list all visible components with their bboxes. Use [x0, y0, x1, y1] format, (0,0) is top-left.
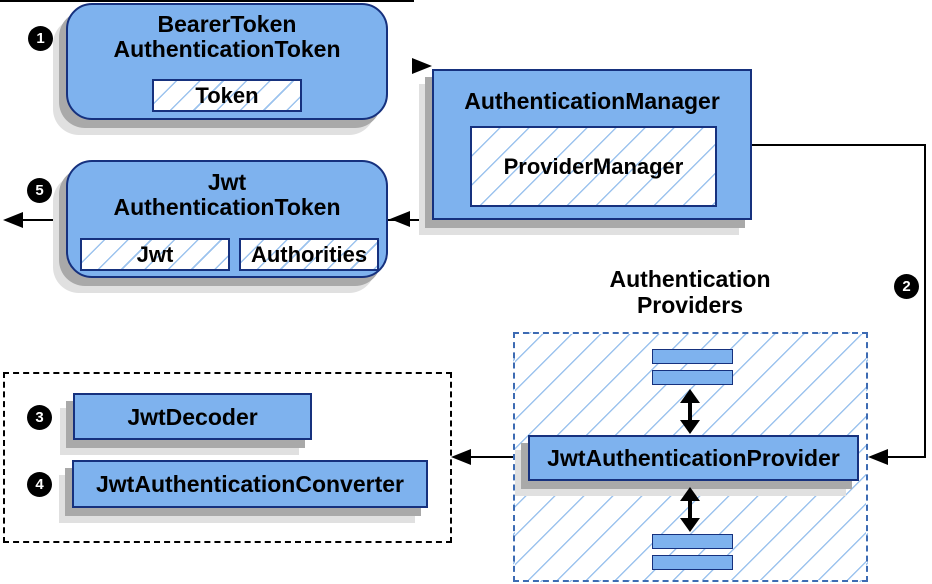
provider-manager-field-label: ProviderManager: [503, 153, 684, 179]
step-1-badge: 1: [28, 26, 53, 51]
provider-placeholder-bar: [652, 349, 733, 364]
authentication-providers-label-line1: Authentication: [609, 266, 771, 292]
step-3-badge: 3: [27, 405, 52, 430]
arrow-up-head: [680, 389, 700, 403]
jwt-decoder-box: JwtDecoder: [73, 393, 312, 440]
authentication-manager-title: AuthenticationManager: [464, 88, 720, 114]
authentication-manager-box: AuthenticationManager ProviderManager: [432, 69, 752, 220]
bearer-token-title-line2: AuthenticationToken: [113, 36, 341, 62]
arrowhead-into-jwt-token: [390, 211, 410, 227]
jwt-token-title-line2: AuthenticationToken: [113, 194, 341, 220]
jwt-authentication-provider-box: JwtAuthenticationProvider: [528, 435, 859, 481]
provider-placeholder-bar: [652, 534, 733, 549]
bearer-token-title-line1: BearerToken: [157, 11, 297, 37]
step-4-badge: 4: [27, 472, 52, 497]
jwt-field-label: Jwt: [136, 241, 174, 267]
step-5-badge: 5: [27, 178, 52, 203]
authorities-field: Authorities: [239, 238, 379, 271]
provider-placeholder-bar: [652, 555, 733, 570]
arrow-provider-to-decoder-line: [468, 456, 528, 458]
token-field-label: Token: [195, 82, 259, 108]
bearer-token-title: BearerToken AuthenticationToken: [68, 12, 386, 62]
arrow-down-head: [680, 420, 700, 434]
double-arrow-icon: [680, 487, 700, 532]
token-field: Token: [152, 79, 302, 112]
authorities-field-label: Authorities: [250, 241, 368, 267]
arrowhead-response-out: [3, 212, 23, 228]
jwt-authentication-converter-title: JwtAuthenticationConverter: [96, 471, 404, 497]
arrowhead-into-provider: [868, 449, 888, 465]
arrow-incoming-request-line: [0, 0, 414, 2]
provider-placeholder-bar: [652, 370, 733, 385]
arrow-down-head: [680, 518, 700, 532]
jwt-token-title-line1: Jwt: [207, 169, 247, 195]
arrow-manager-to-provider-right-segment: [924, 144, 926, 458]
arrow-up-head: [680, 487, 700, 501]
arrow-manager-to-provider-top-segment: [752, 144, 926, 146]
arrowhead-into-decoder-group: [451, 449, 471, 465]
jwt-field: Jwt: [80, 238, 230, 271]
arrow-shaft: [688, 498, 692, 521]
jwt-decoder-title: JwtDecoder: [127, 404, 258, 430]
jwt-authentication-provider-title: JwtAuthenticationProvider: [547, 445, 840, 471]
step-2-badge: 2: [894, 274, 919, 299]
authentication-providers-label-line2: Providers: [636, 292, 744, 318]
double-arrow-icon: [680, 389, 700, 434]
jwt-token-title: Jwt AuthenticationToken: [68, 170, 386, 220]
arrow-manager-to-provider-bottom-segment: [886, 456, 926, 458]
authentication-providers-label: Authentication Providers: [540, 266, 840, 318]
jwt-authentication-token-box: Jwt AuthenticationToken Jwt Authorities: [66, 160, 388, 278]
arrow-shaft: [688, 400, 692, 423]
jwt-authentication-converter-box: JwtAuthenticationConverter: [72, 460, 428, 508]
arrowhead-into-manager: [412, 58, 432, 74]
bearer-token-authentication-token-box: BearerToken AuthenticationToken Token: [66, 3, 388, 120]
provider-manager-field: ProviderManager: [470, 126, 717, 207]
